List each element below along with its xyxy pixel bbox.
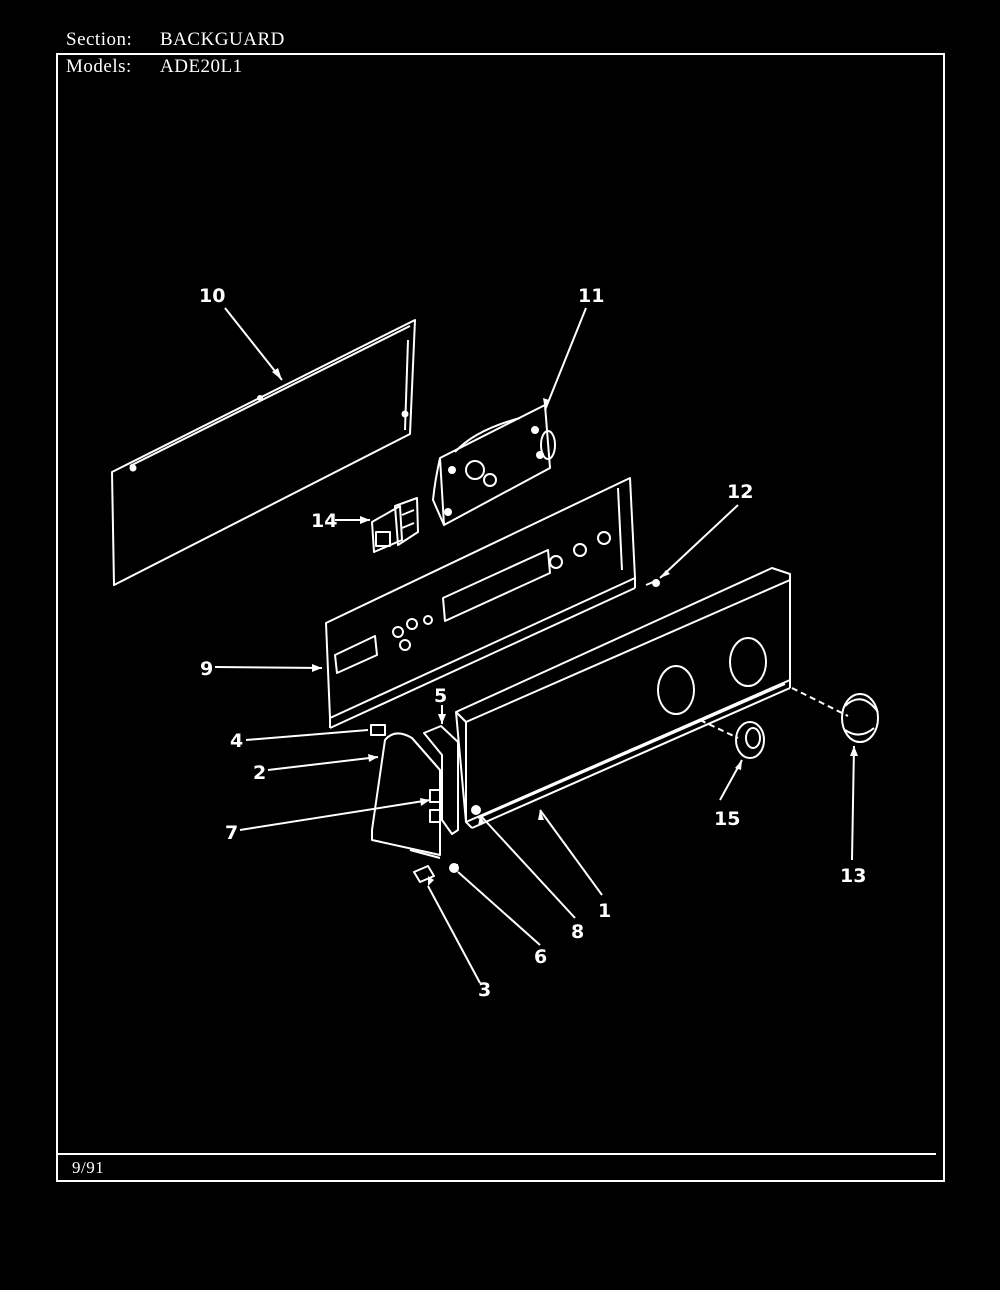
callout-10: 10 — [199, 285, 225, 307]
screw-part-8 — [471, 805, 481, 815]
footer-divider — [56, 1153, 936, 1182]
callout-1: 1 — [598, 900, 611, 922]
knob-part-15 — [735, 721, 765, 759]
callout-2: 2 — [253, 762, 266, 784]
backguard-housing-part-1 — [455, 567, 791, 829]
callout-15: 15 — [714, 808, 740, 830]
callout-3: 3 — [478, 979, 491, 1001]
models-value: ADE20L1 — [160, 56, 243, 77]
rear-panel-part-10 — [111, 319, 416, 586]
callout-5: 5 — [434, 685, 447, 707]
section-label: Section: — [66, 29, 133, 50]
leader-lines — [214, 307, 855, 984]
callout-11: 11 — [578, 285, 604, 307]
callout-4: 4 — [230, 730, 243, 752]
callout-9: 9 — [200, 658, 213, 680]
screw-part-12 — [645, 579, 660, 587]
callout-13: 13 — [840, 865, 866, 887]
diagram-frame — [56, 53, 945, 1182]
models-label: Models: — [66, 56, 132, 77]
callout-labels: 10 11 14 12 9 5 4 2 7 15 13 1 8 6 3 — [199, 285, 866, 1001]
knob-part-13 — [841, 693, 879, 743]
callout-7: 7 — [225, 822, 238, 844]
section-value: BACKGUARD — [160, 29, 285, 50]
trim-strip-part-5 — [423, 725, 459, 835]
clip-part-3 — [413, 865, 435, 883]
callout-8: 8 — [571, 921, 584, 943]
callout-14: 14 — [311, 510, 337, 532]
leader-arrowheads — [272, 368, 858, 886]
control-panel-part-9 — [325, 477, 636, 729]
callout-12: 12 — [727, 481, 753, 503]
clip-part-4 — [370, 724, 386, 736]
end-cap-part-2 — [371, 732, 441, 859]
footer-date: 9/91 — [72, 1158, 105, 1177]
switch-part-14 — [371, 497, 419, 553]
control-plate-part-11 — [432, 404, 556, 526]
callout-6: 6 — [534, 946, 547, 968]
